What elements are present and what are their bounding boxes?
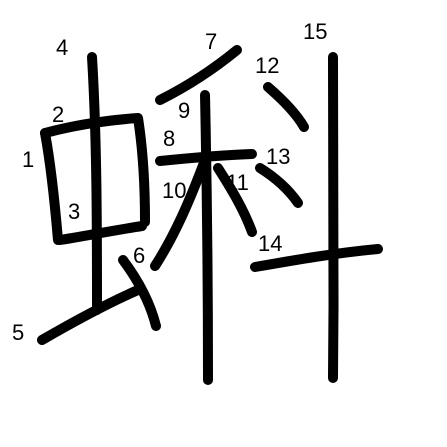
- stroke-number-labels: 1 2 3 4 5 6 7 8 9 10 11 12 13 14 15: [12, 19, 327, 345]
- stroke-11: [213, 163, 257, 237]
- stroke-number-9: 9: [178, 98, 190, 123]
- stroke-number-7: 7: [205, 29, 217, 54]
- stroke-number-3: 3: [68, 199, 80, 224]
- stroke-13: [255, 163, 303, 208]
- stroke-number-6: 6: [133, 243, 145, 268]
- stroke-number-12: 12: [255, 53, 279, 78]
- stroke-2: [40, 113, 150, 227]
- stroke-12: [263, 82, 309, 132]
- stroke-number-4: 4: [56, 35, 68, 60]
- stroke-number-10: 10: [162, 178, 186, 203]
- stroke-7: [155, 45, 242, 105]
- stroke-9: [200, 90, 213, 385]
- stroke-15: [328, 52, 339, 383]
- stroke-1: [40, 128, 63, 245]
- stroke-14: [250, 244, 383, 272]
- stroke-number-14: 14: [258, 231, 282, 256]
- character-strokes: [37, 45, 383, 385]
- stroke-number-8: 8: [163, 126, 175, 151]
- stroke-number-1: 1: [22, 147, 34, 172]
- stroke-number-2: 2: [52, 102, 64, 127]
- stroke-6: [118, 255, 161, 331]
- stroke-number-5: 5: [12, 320, 24, 345]
- stroke-number-11: 11: [226, 170, 249, 195]
- stroke-4: [87, 52, 102, 315]
- stroke-10: [150, 155, 210, 271]
- stroke-number-15: 15: [303, 19, 327, 44]
- stroke-number-13: 13: [266, 144, 290, 169]
- stroke-5: [37, 285, 143, 345]
